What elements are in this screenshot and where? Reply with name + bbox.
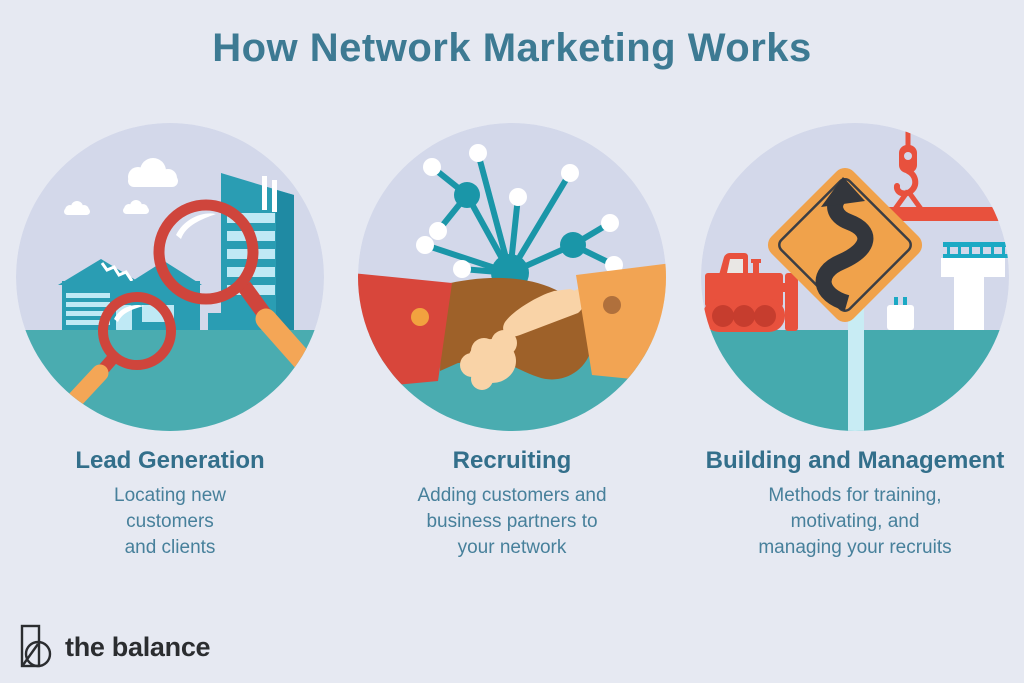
- lead-generation-illustration: [16, 123, 324, 431]
- page-title: How Network Marketing Works: [212, 26, 812, 70]
- step-title-building-management: Building and Management: [705, 447, 1005, 474]
- step-recruiting: Recruiting Adding customers and business…: [347, 123, 677, 561]
- bulldozer-icon: [703, 253, 798, 332]
- recruiting-illustration: [358, 123, 666, 431]
- construction-tower-icon: [941, 242, 1009, 330]
- magnifying-glass-small-icon: [65, 292, 176, 410]
- step-description-lead-generation: Locating new customers and clients: [114, 485, 226, 558]
- magnifying-glasses-over-city-icon: [16, 123, 324, 431]
- step-building-management: Building and Management Methods for trai…: [690, 123, 1020, 561]
- step-title-recruiting: Recruiting: [452, 447, 572, 474]
- right-sleeve-button: [603, 296, 621, 314]
- step-description-building-management: Methods for training, motivating, and ma…: [758, 485, 952, 558]
- step-title-lead-generation: Lead Generation: [75, 447, 265, 474]
- left-sleeve: [358, 273, 452, 389]
- winding-road-sign-icon: [767, 167, 923, 323]
- handshake-icon: [358, 263, 666, 390]
- building-management-illustration: [701, 123, 1009, 431]
- brand-name: the balance: [65, 631, 211, 662]
- network-nodes-icon: [416, 144, 623, 292]
- step-lead-generation: Lead Generation Locating new customers a…: [5, 123, 335, 561]
- step-description-recruiting: Adding customers and business partners t…: [417, 485, 607, 558]
- utility-box-icon: [887, 297, 914, 330]
- handshake-with-network-icon: [358, 123, 666, 431]
- crane-beam: [867, 207, 1009, 221]
- clouds-icon: [64, 158, 178, 215]
- crane-hook-icon: [867, 123, 1009, 221]
- the-balance-logo-icon: [20, 624, 52, 668]
- winding-road-sign-construction-icon: [701, 123, 1009, 431]
- left-sleeve-button: [411, 308, 429, 326]
- brand-logo: the balance: [18, 624, 211, 670]
